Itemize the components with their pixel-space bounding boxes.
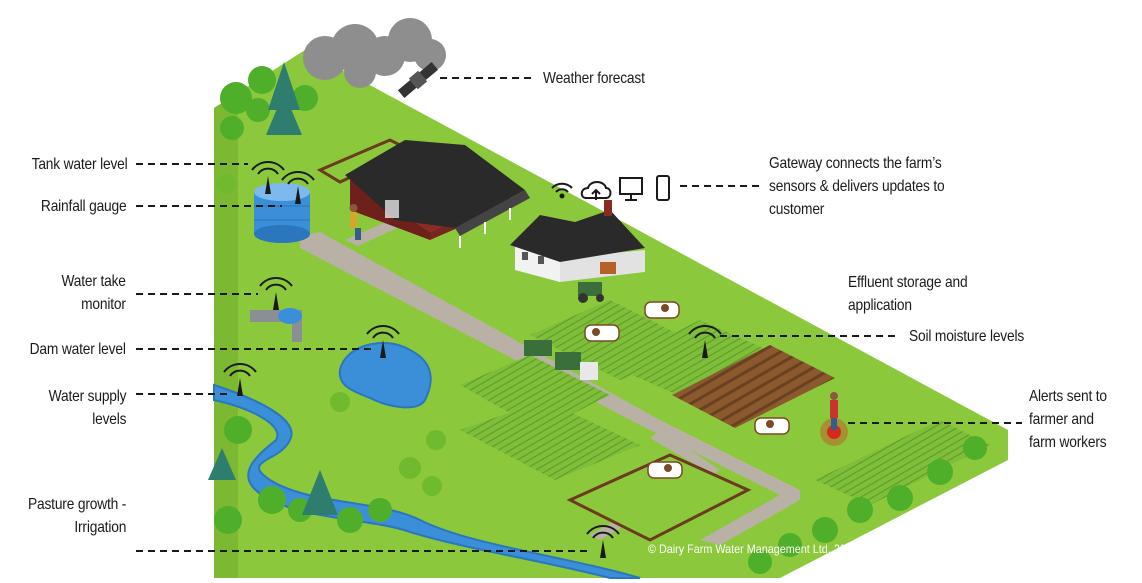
farmhouse [510,200,645,282]
label-gateway: Gateway connects the farm’s sensors & de… [769,155,945,218]
truck-icon [524,340,598,380]
cow-icon [584,301,790,479]
crop-field-far [815,420,990,505]
tractor-icon [578,282,604,303]
label-tank-water-level: Tank water level [32,156,128,173]
farm-path-lower [590,430,720,540]
dam-pond [338,341,432,409]
trees [214,66,987,574]
farmer-icon [349,204,848,446]
crop-field-right [610,320,790,405]
label-effluent: Effluent storage and application [848,274,968,314]
wifi-icon [551,182,573,199]
cloud-icon [303,18,446,88]
water-pipe [250,308,302,342]
ploughed-field [672,345,835,428]
farm-path [300,232,800,545]
barn [345,140,530,248]
satellite-icon [397,62,439,98]
sensor-tower-icon [223,161,722,558]
river [213,383,641,579]
copyright-notice: © Dairy Farm Water Management Ltd. 2022 [648,542,858,556]
label-weather-forecast: Weather forecast [543,70,645,87]
cloud-upload-icon [580,181,612,200]
crop-field-mid [460,400,640,480]
label-alerts: Alerts sent to farmer and farm workers [1029,388,1107,451]
leader-lines [136,77,1022,552]
pine-trees [208,62,338,515]
monitor-icon [619,177,643,201]
ground-shadow [214,94,238,578]
phone-icon [656,175,670,201]
label-water-take-monitor: Water take monitor [61,273,126,313]
label-pasture-growth: Pasture growth - Irrigation [27,496,126,536]
crop-field-left [460,355,610,430]
label-water-supply-levels: Water supply levels [48,388,126,428]
water-tank [254,183,310,243]
fenced-paddock [566,453,752,542]
label-rainfall-gauge: Rainfall gauge [40,198,126,215]
label-soil-moisture: Soil moisture levels [909,328,1025,345]
label-dam-water-level: Dam water level [29,341,126,358]
